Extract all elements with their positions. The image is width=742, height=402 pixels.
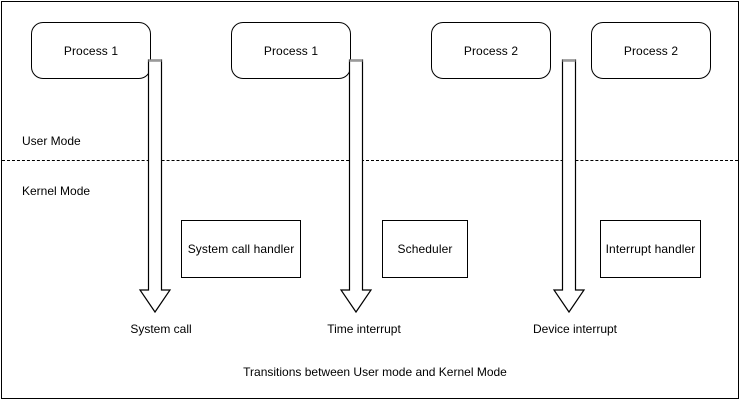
- process-box-1[interactable]: Process 1: [31, 22, 151, 79]
- scheduler-box[interactable]: Scheduler: [382, 220, 468, 278]
- process-box-2[interactable]: Process 1: [231, 22, 351, 79]
- interrupt-handler-label: Interrupt handler: [605, 242, 696, 256]
- process-box-3[interactable]: Process 2: [431, 22, 551, 79]
- device-interrupt-arrow-label: Device interrupt: [532, 322, 618, 336]
- diagram-caption: Transitions between User mode and Kernel…: [243, 365, 507, 379]
- system-call-handler-box[interactable]: System call handler: [181, 220, 301, 278]
- interrupt-handler-box[interactable]: Interrupt handler: [600, 220, 701, 278]
- user-mode-label: User Mode: [22, 134, 81, 148]
- system-call-arrow-label: System call: [130, 322, 192, 336]
- scheduler-label: Scheduler: [397, 242, 453, 256]
- process-box-3-label: Process 2: [463, 43, 519, 58]
- device-interrupt-arrow: [552, 59, 586, 314]
- system-call-arrow: [138, 59, 172, 314]
- process-box-4[interactable]: Process 2: [591, 22, 711, 79]
- process-box-2-label: Process 1: [263, 43, 319, 58]
- mode-divider-line: [2, 160, 738, 161]
- system-call-handler-label: System call handler: [187, 242, 295, 256]
- time-interrupt-arrow-label: Time interrupt: [327, 322, 401, 336]
- kernel-mode-label: Kernel Mode: [22, 184, 91, 198]
- time-interrupt-arrow: [339, 59, 373, 314]
- process-box-4-label: Process 2: [623, 43, 679, 58]
- process-box-1-label: Process 1: [63, 43, 119, 58]
